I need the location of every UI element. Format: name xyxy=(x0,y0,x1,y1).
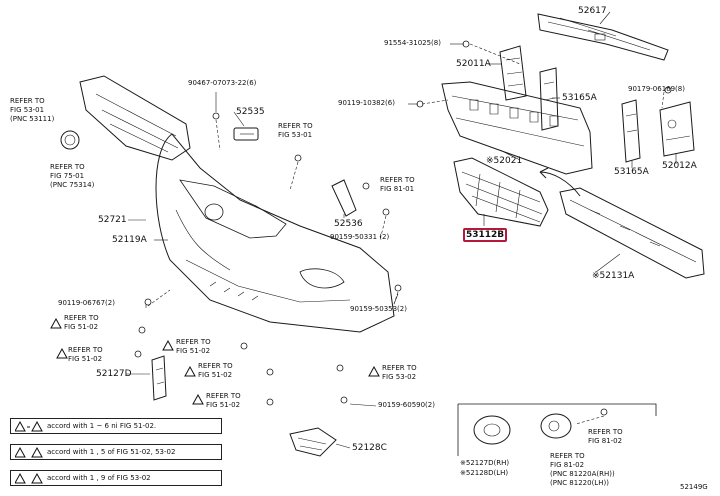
refer-fig-81-02-pnc-81220[interactable]: REFER TO FIG 81-02 (PNC 81220A(RH)) (PNC… xyxy=(550,452,615,487)
emblem xyxy=(60,130,80,150)
bracket-53165A-top xyxy=(539,67,559,131)
bracket-53165A-right xyxy=(621,99,641,163)
part-53165A-top[interactable]: 53165A xyxy=(562,93,597,103)
refer-fig-53-01[interactable]: REFER TO FIG 53-01 xyxy=(278,122,313,139)
warning-triangle-icon xyxy=(192,394,204,405)
bracket-52127D xyxy=(151,355,167,401)
part-90159-50331[interactable]: 90159-50331 (2) xyxy=(330,233,390,241)
part-52127D-RH[interactable]: ※52127D(RH) xyxy=(460,459,510,467)
part-90159-50353[interactable]: 90159-50353(2) xyxy=(350,305,407,313)
part-52128C[interactable]: 52128C xyxy=(352,443,387,453)
reinforcement-52131A xyxy=(559,187,705,279)
refer-fig-51-02-a[interactable]: REFER TO FIG 51-02 xyxy=(64,314,99,331)
part-52131A[interactable]: ※52131A xyxy=(592,271,635,281)
bracket-52535 xyxy=(233,127,259,141)
part-52021[interactable]: ※52021 xyxy=(486,156,523,166)
part-90119-06767[interactable]: 90119-06767(2) xyxy=(58,299,115,307)
part-90179-06169[interactable]: 90179-06169(8) xyxy=(628,85,685,93)
leader-lines xyxy=(126,11,677,449)
refer-fig-53-01-pnc-53111[interactable]: REFER TO FIG 53-01 (PNC 53111) xyxy=(10,97,55,123)
refer-fig-51-02-e[interactable]: REFER TO FIG 51-02 xyxy=(206,392,241,409)
part-52011A[interactable]: 52011A xyxy=(456,59,491,69)
part-52721[interactable]: 52721 xyxy=(98,215,127,225)
triangle-pair-icon xyxy=(15,447,43,458)
fog-cover-52128C xyxy=(289,427,337,457)
refer-fig-53-02[interactable]: REFER TO FIG 53-02 xyxy=(382,364,417,381)
highlight-53112B xyxy=(463,228,507,242)
upper-grille xyxy=(79,75,191,161)
part-52128D-LH[interactable]: ※52128D(LH) xyxy=(460,469,509,477)
warning-triangle-icon xyxy=(368,366,380,377)
legend-note-text: accord with 1 , 9 of FIG 53-02 xyxy=(47,474,151,482)
figure-code: 52149G xyxy=(680,483,708,491)
part-53112B[interactable]: 53112B xyxy=(466,230,505,240)
refer-fig-81-01[interactable]: REFER TO FIG 81-01 xyxy=(380,176,415,193)
part-90159-60590[interactable]: 90159-60590(2) xyxy=(378,401,435,409)
part-90119-10382[interactable]: 90119-10382(6) xyxy=(338,99,395,107)
bracket-52011A xyxy=(499,45,527,101)
triangle-pair-icon xyxy=(15,473,43,484)
reinforcement-52617 xyxy=(537,13,669,61)
warning-triangle-icon xyxy=(56,348,68,359)
part-53165A-right[interactable]: 53165A xyxy=(614,167,649,177)
part-52127D[interactable]: 52127D xyxy=(96,369,132,379)
warning-triangle-icon xyxy=(50,318,62,329)
legend-note-text: accord with 1 , 5 of FIG 51-02, 53-02 xyxy=(47,448,176,456)
part-90467-07073-22[interactable]: 90467-07073-22(6) xyxy=(188,79,257,87)
assembly-lines xyxy=(147,43,665,425)
refer-fig-51-02-c[interactable]: REFER TO FIG 51-02 xyxy=(176,338,211,355)
part-91554-31025[interactable]: 91554-31025(8) xyxy=(384,39,441,47)
part-52012A[interactable]: 52012A xyxy=(662,161,697,171)
part-52535[interactable]: 52535 xyxy=(236,107,265,117)
refer-fig-81-02-a[interactable]: REFER TO FIG 81-02 xyxy=(588,428,623,445)
part-52119A[interactable]: 52119A xyxy=(112,235,147,245)
refer-fig-51-02-b[interactable]: REFER TO FIG 51-02 xyxy=(68,346,103,363)
refer-fig-75-01-pnc-75314[interactable]: REFER TO FIG 75-01 (PNC 75314) xyxy=(50,163,95,189)
warning-triangle-icon xyxy=(162,340,174,351)
bracket-52012A xyxy=(659,101,695,157)
legend-note-2: accord with 1 , 5 of FIG 51-02, 53-02 xyxy=(10,444,222,460)
legend-note-1: accord with 1 ~ 6 ni FIG 51-02. xyxy=(10,418,222,434)
absorber-52021 xyxy=(441,81,593,175)
fasteners xyxy=(134,40,672,416)
part-52617[interactable]: 52617 xyxy=(578,6,607,16)
warning-triangle-icon xyxy=(184,366,196,377)
legend-note-3: accord with 1 , 9 of FIG 53-02 xyxy=(10,470,222,486)
bumper-cover-52119A xyxy=(155,133,395,333)
triangle-range-icon xyxy=(15,421,43,432)
lower-grille-53112B xyxy=(453,157,549,227)
bracket-52536 xyxy=(331,179,357,217)
legend-note-text: accord with 1 ~ 6 ni FIG 51-02. xyxy=(47,422,157,430)
part-52536[interactable]: 52536 xyxy=(334,219,363,229)
fog-cover-box xyxy=(457,403,657,456)
refer-fig-51-02-d[interactable]: REFER TO FIG 51-02 xyxy=(198,362,233,379)
